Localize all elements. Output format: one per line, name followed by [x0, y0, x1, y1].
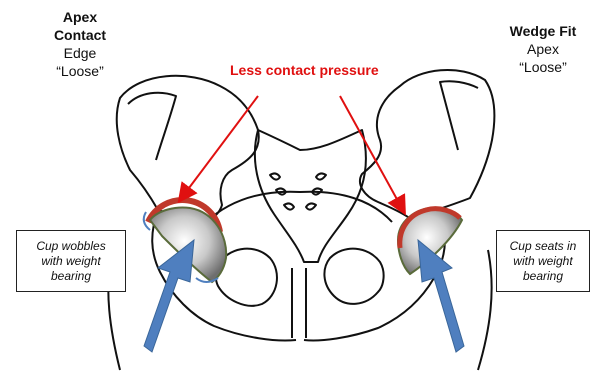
left-note-box: Cup wobbles with weight bearing: [16, 230, 126, 292]
left-wing-inner: [128, 93, 176, 160]
right-note-line3: bearing: [510, 269, 577, 284]
right-note-line1: Cup seats in: [510, 239, 577, 254]
right-fit-label: Wedge Fit Apex “Loose”: [498, 22, 588, 76]
right-label-line1: Wedge Fit: [498, 22, 588, 40]
red-arrow-left: [180, 96, 258, 200]
pelvic-brim: [206, 192, 392, 222]
right-wing-inner: [440, 81, 478, 150]
right-note-line2: with weight: [510, 254, 577, 269]
left-note-line3: bearing: [36, 269, 105, 284]
sacrum-hole-3: [284, 203, 294, 209]
left-label-line4: “Loose”: [40, 62, 120, 80]
blue-arrow-right: [418, 240, 464, 352]
red-arrow-right: [340, 96, 404, 212]
left-label-line3: Edge: [40, 44, 120, 62]
sacrum-hole-4: [316, 173, 326, 179]
lower-wing-right: [478, 250, 492, 370]
blue-arrow-left: [144, 240, 194, 352]
right-obturator: [324, 249, 383, 304]
left-note-line2: with weight: [36, 254, 105, 269]
left-note-line1: Cup wobbles: [36, 239, 105, 254]
right-note-box: Cup seats in with weight bearing: [496, 230, 590, 292]
right-label-line3: “Loose”: [498, 58, 588, 76]
left-fit-label: Apex Contact Edge “Loose”: [40, 8, 120, 80]
sacrum-hole-6: [306, 203, 316, 209]
left-label-line2: Contact: [40, 26, 120, 44]
left-label-line1: Apex: [40, 8, 120, 26]
contact-pressure-title: Less contact pressure: [230, 62, 379, 78]
contact-pressure-arrows: [180, 96, 404, 212]
right-label-line2: Apex: [498, 40, 588, 58]
pubic-symphysis: [292, 268, 306, 338]
sacrum-hole-1: [270, 173, 280, 179]
right-iliac-wing: [360, 70, 494, 220]
